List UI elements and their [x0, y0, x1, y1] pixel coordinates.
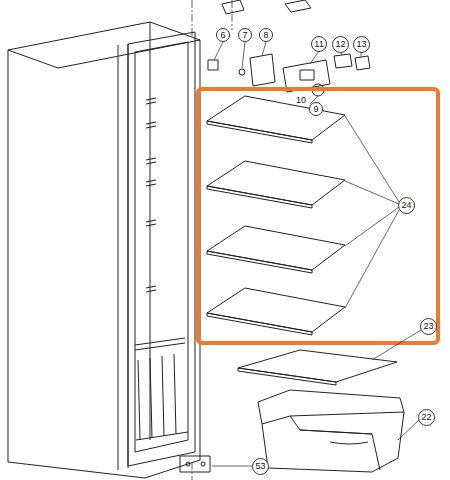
- callout-number: 53: [252, 458, 269, 475]
- callout-number: 8: [259, 28, 273, 42]
- callout-number: 6: [216, 28, 230, 42]
- callout-number: 23: [420, 318, 437, 335]
- callout-number: 7: [238, 28, 252, 42]
- callout-number: 11: [311, 36, 327, 52]
- callout-number: 12: [332, 36, 349, 53]
- callout-number: 10: [295, 95, 307, 105]
- callout-number: 13: [353, 36, 370, 53]
- callout-number: 22: [418, 409, 435, 426]
- callout-number: 9: [309, 102, 323, 116]
- callout-number: 24: [398, 197, 415, 214]
